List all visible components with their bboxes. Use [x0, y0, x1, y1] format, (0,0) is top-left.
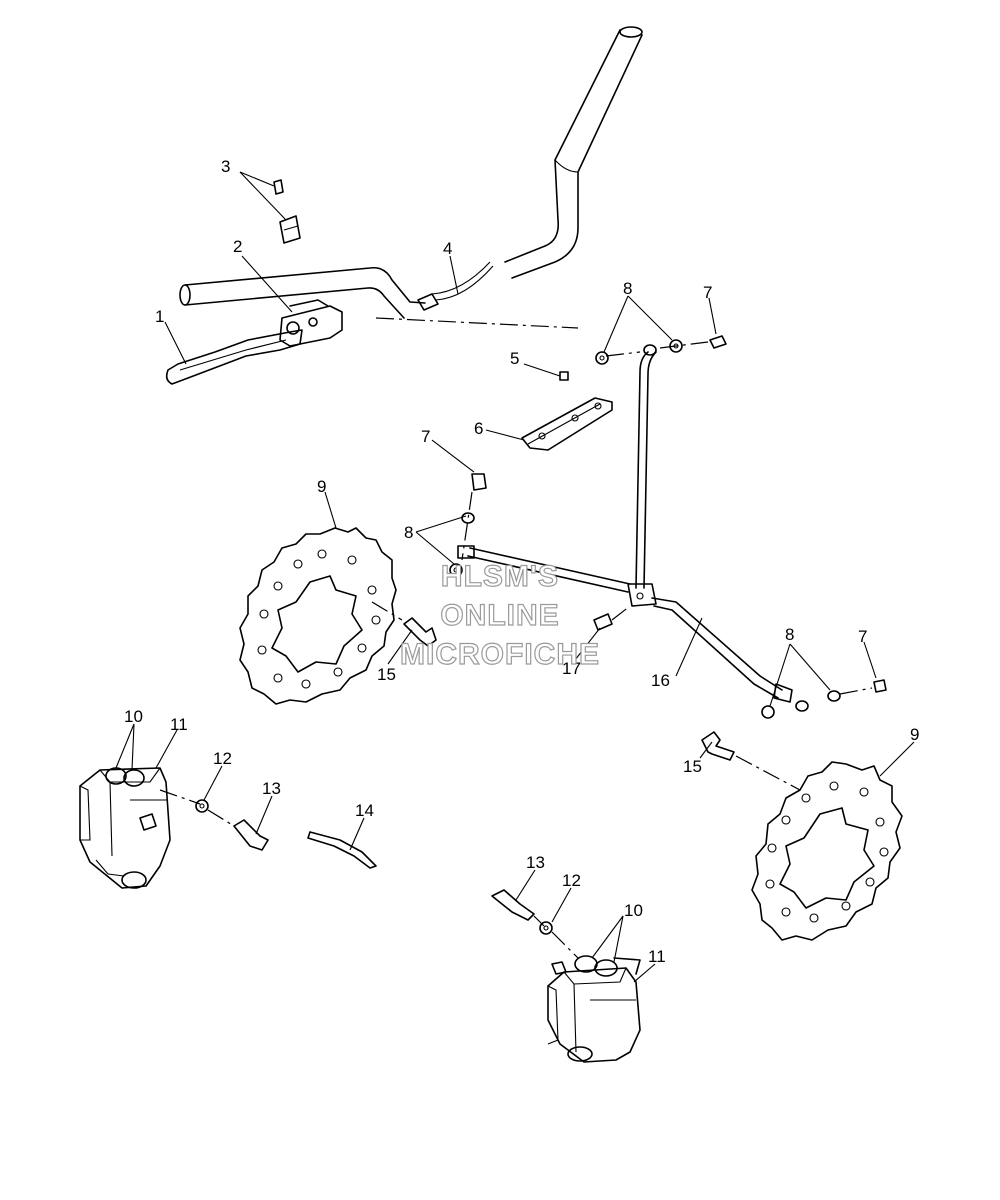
watermark-line-2: ONLINE: [440, 599, 559, 632]
callout-12-left: 12: [213, 749, 232, 768]
callout-7-left: 7: [421, 427, 430, 446]
brake-rotor-left: [239, 527, 397, 705]
caliper-hardware-right: [491, 889, 579, 959]
watermark: HLSM'S ONLINE MICROFICHE: [399, 559, 600, 671]
callout-5: 5: [510, 349, 519, 368]
callout-15-right: 15: [683, 757, 702, 776]
callout-labels: 1 2 3 4 5 6 7 7 7 8 8 8 9 9 10 10 11 11 …: [124, 157, 919, 966]
callout-17: 17: [562, 659, 581, 678]
callout-4: 4: [443, 239, 452, 258]
screw-5: [559, 371, 569, 381]
handlebar: [179, 26, 643, 319]
callout-7-upper: 7: [703, 283, 712, 302]
brake-lever: [165, 329, 303, 385]
brake-rotor-right: [751, 761, 903, 941]
callout-13-right: 13: [526, 853, 545, 872]
callout-10-right: 10: [624, 901, 643, 920]
callout-8-left: 8: [404, 523, 413, 542]
callout-7-right: 7: [858, 627, 867, 646]
brake-caliper-left: [79, 767, 171, 889]
brake-switch: [417, 261, 494, 311]
callout-9-left: 9: [317, 477, 326, 496]
master-cylinder-clamp: [273, 179, 301, 244]
master-cylinder: [279, 299, 343, 347]
callout-13-left: 13: [262, 779, 281, 798]
callout-6: 6: [474, 419, 483, 438]
callout-16: 16: [651, 671, 670, 690]
callout-2: 2: [233, 237, 242, 256]
callout-15-left: 15: [377, 665, 396, 684]
callout-12-right: 12: [562, 871, 581, 890]
callout-8-upper: 8: [623, 279, 632, 298]
callout-11-left: 11: [170, 715, 188, 734]
rotor-bolts: [371, 601, 801, 791]
bracket: [521, 397, 613, 451]
callout-10-left: 10: [124, 707, 143, 726]
watermark-line-1: HLSM'S: [441, 560, 559, 593]
callout-9-right: 9: [910, 725, 919, 744]
pin-clip: [307, 831, 377, 869]
caliper-hardware-left: [159, 789, 269, 851]
callout-3: 3: [221, 157, 230, 176]
callout-1: 1: [155, 307, 164, 326]
brake-lines: [457, 344, 809, 712]
watermark-line-3: MICROFICHE: [400, 638, 600, 671]
leader-lines: [115, 171, 915, 983]
banjo-bolts-and-washers: [449, 335, 887, 719]
callout-11-right: 11: [648, 947, 666, 966]
callout-14: 14: [355, 801, 374, 820]
mounting-bolt-17: [593, 605, 631, 631]
brake-caliper-right: [547, 955, 641, 1063]
callout-8-right: 8: [785, 625, 794, 644]
